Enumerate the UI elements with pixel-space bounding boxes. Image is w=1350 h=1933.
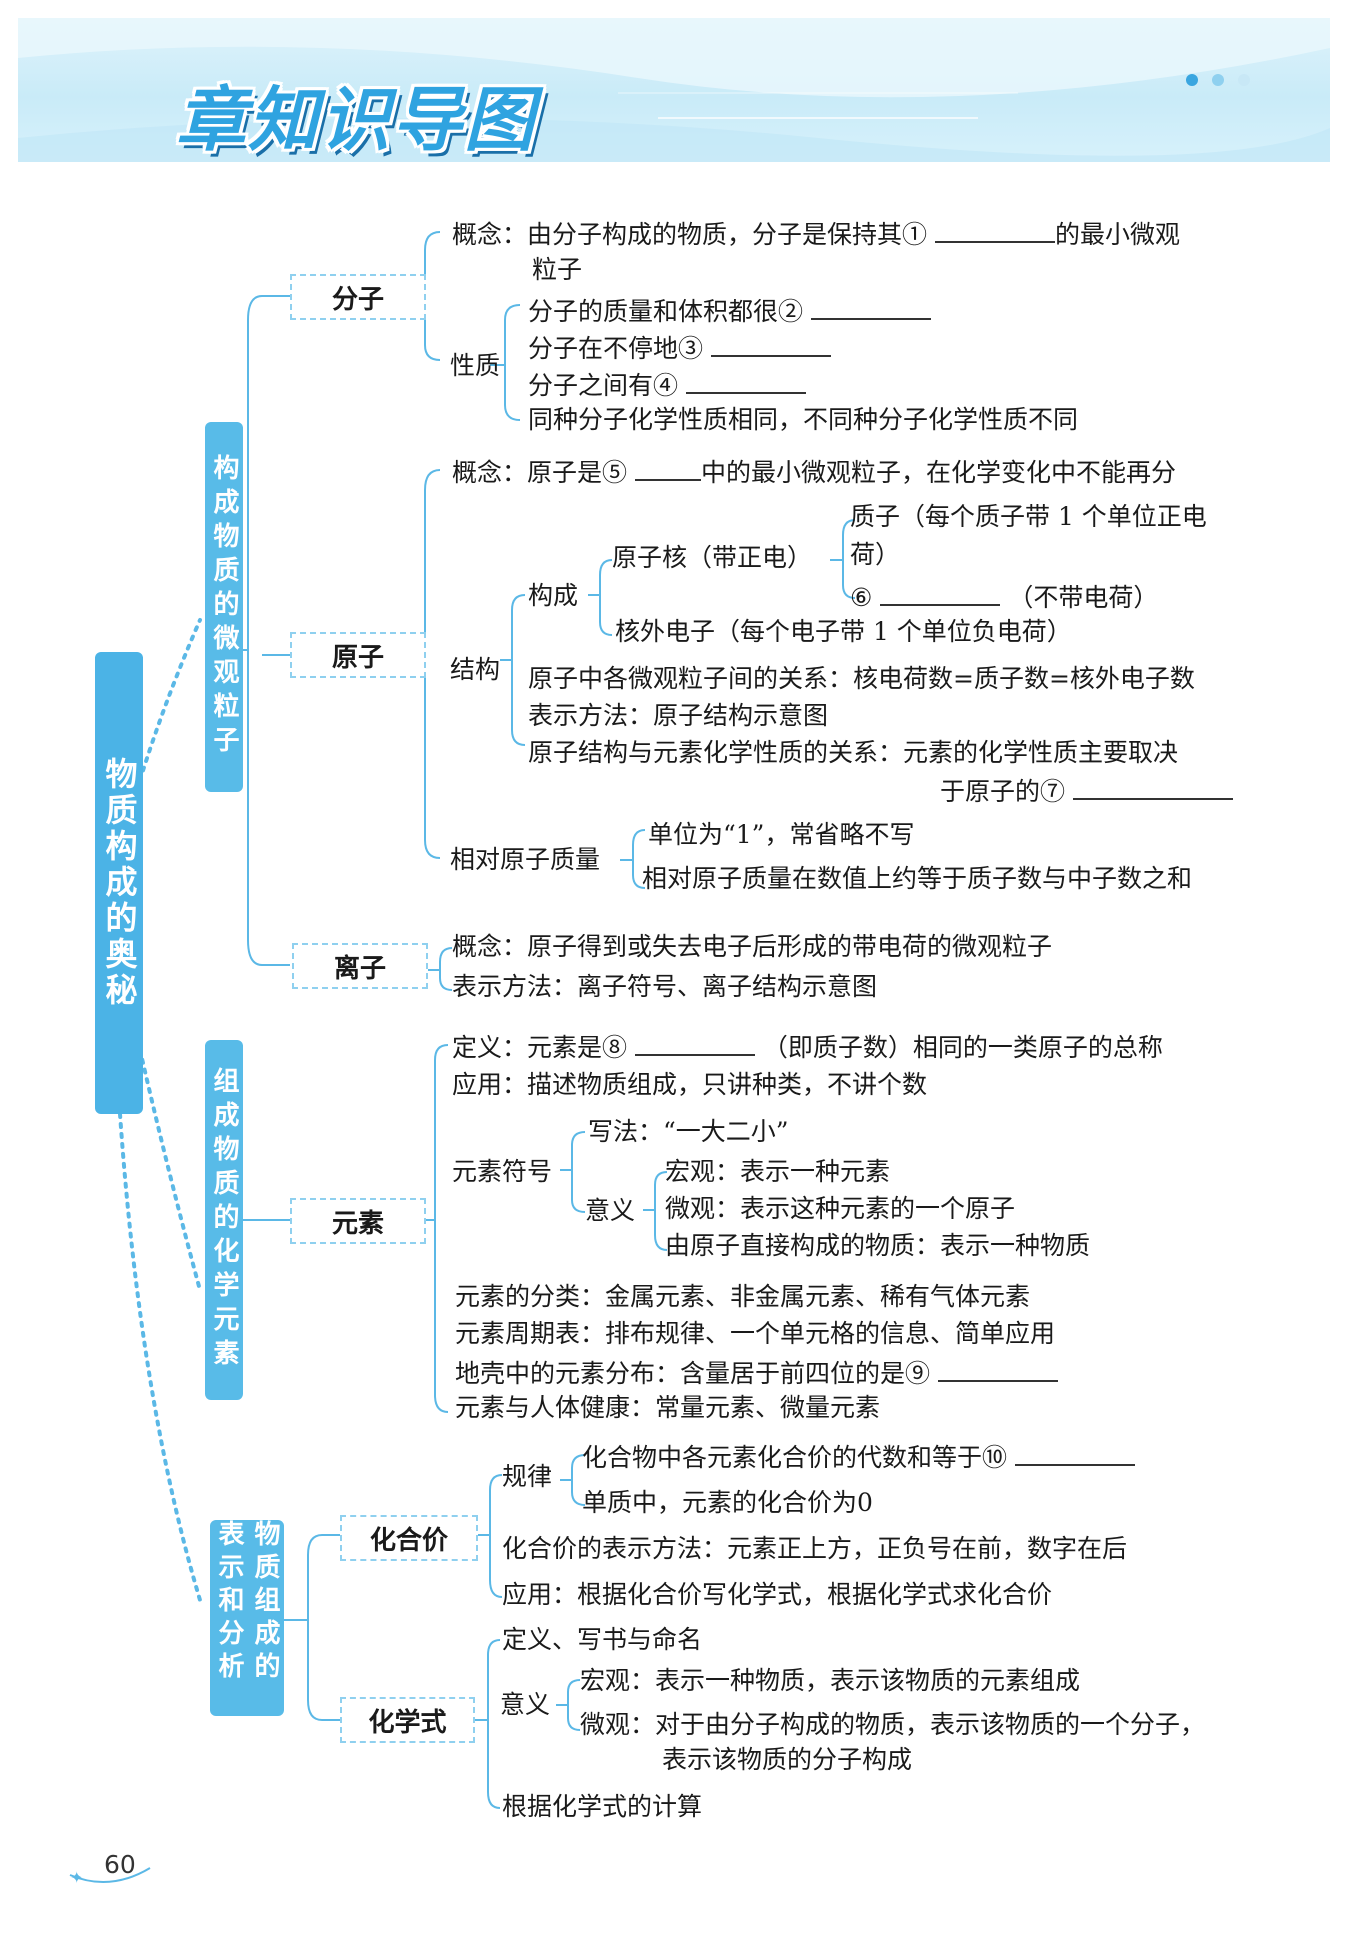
- element-application: 应用：描述物质组成，只讲种类，不讲个数: [452, 1070, 928, 1099]
- formula-calculation: 根据化学式的计算: [502, 1792, 703, 1821]
- atom-proton: 质子（每个质子带 1 个单位正电: [850, 502, 1207, 531]
- header-dot-1: [1186, 74, 1198, 86]
- node-molecule: 分子: [290, 274, 426, 320]
- element-periodic-table: 元素周期表：排布规律、一个单元格的信息、简单应用: [455, 1319, 1056, 1348]
- atom-chem-relation-cont: 于原子的⑦: [940, 774, 1233, 807]
- molecule-prop-4: 同种分子化学性质相同，不同种分子化学性质不同: [528, 405, 1079, 434]
- atom-neutron: ⑥ （不带电荷）: [850, 580, 1158, 613]
- atom-mass-label: 相对原子质量: [450, 845, 601, 874]
- element-direct: 由原子直接构成的物质：表示一种物质: [665, 1231, 1091, 1260]
- molecule-concept: 概念：由分子构成的物质，分子是保持其① 的最小微观: [452, 217, 1180, 250]
- element-macro: 宏观：表示一种元素: [665, 1157, 891, 1186]
- element-symbol-writing: 写法：“一大二小”: [588, 1117, 789, 1146]
- category-micro-particles: 构成物质的微观粒子: [205, 422, 243, 792]
- molecule-prop-1: 分子的质量和体积都很②: [528, 294, 931, 327]
- blank-7: [1072, 774, 1233, 800]
- banner-wave-decoration: [18, 18, 1330, 162]
- node-formula: 化学式: [340, 1697, 475, 1743]
- page-number: 60: [104, 1850, 136, 1879]
- atom-mass-2: 相对原子质量在数值上约等于质子数与中子数之和: [642, 864, 1193, 893]
- valence-rule-label: 规律: [502, 1462, 553, 1491]
- element-classification: 元素的分类：金属元素、非金属元素、稀有气体元素: [455, 1282, 1031, 1311]
- atom-mass-1: 单位为“1”，常省略不写: [648, 820, 915, 849]
- atom-proton-cont: 荷）: [850, 540, 901, 569]
- atom-chem-relation: 原子结构与元素化学性质的关系：元素的化学性质主要取决: [528, 738, 1179, 767]
- element-meaning-label: 意义: [585, 1196, 636, 1225]
- chapter-title: 章知识导图: [176, 79, 536, 161]
- node-ion: 离子: [292, 943, 428, 989]
- blank-1: [934, 217, 1055, 243]
- blank-3: [710, 331, 831, 357]
- blank-5: [634, 455, 701, 481]
- blank-8: [634, 1030, 755, 1056]
- atom-electron: 核外电子（每个电子带 1 个单位负电荷）: [615, 617, 1072, 646]
- formula-micro-cont: 表示该物质的分子构成: [662, 1745, 913, 1774]
- element-definition: 定义：元素是⑧ （即质子数）相同的一类原子的总称: [452, 1030, 1163, 1063]
- atom-composition-label: 构成: [528, 581, 579, 610]
- valence-method: 化合价的表示方法：元素正上方，正负号在前，数字在后: [502, 1534, 1128, 1563]
- element-health: 元素与人体健康：常量元素、微量元素: [455, 1393, 881, 1422]
- molecule-props-label: 性质: [450, 351, 501, 380]
- element-symbol-label: 元素符号: [452, 1157, 553, 1186]
- formula-macro: 宏观：表示一种物质，表示该物质的元素组成: [580, 1666, 1081, 1695]
- category-chemical-elements: 组成物质的化学元素: [205, 1040, 243, 1400]
- node-atom: 原子: [290, 632, 426, 678]
- blank-4: [685, 368, 806, 394]
- blank-10: [1014, 1440, 1135, 1466]
- ion-concept: 概念：原子得到或失去电子后形成的带电荷的微观粒子: [452, 932, 1053, 961]
- svg-text:✦: ✦: [70, 1868, 83, 1887]
- atom-relation: 原子中各微观粒子间的关系：核电荷数=质子数=核外电子数: [528, 664, 1195, 693]
- blank-9: [937, 1356, 1058, 1382]
- category-representation: 物质组成的表示和分析: [210, 1520, 284, 1716]
- valence-rule-2: 单质中，元素的化合价为0: [582, 1488, 873, 1517]
- header-dot-2: [1212, 74, 1224, 86]
- formula-definition: 定义、写书与命名: [502, 1625, 703, 1654]
- valence-rule-1: 化合物中各元素化合价的代数和等于⑩: [582, 1440, 1135, 1473]
- molecule-concept-cont: 粒子: [532, 255, 583, 284]
- blank-2: [810, 294, 931, 320]
- atom-nucleus: 原子核（带正电）: [612, 543, 813, 572]
- header-dot-3: [1238, 74, 1250, 86]
- blank-6: [880, 580, 1001, 606]
- element-micro: 微观：表示这种元素的一个原子: [665, 1194, 1016, 1223]
- atom-method: 表示方法：原子结构示意图: [528, 701, 829, 730]
- root-node: 物质构成的奥秘: [95, 652, 143, 1114]
- molecule-prop-2: 分子在不停地③: [528, 331, 831, 364]
- node-valence: 化合价: [340, 1515, 478, 1561]
- molecule-prop-3: 分子之间有④: [528, 368, 806, 401]
- element-crust: 地壳中的元素分布：含量居于前四位的是⑨: [455, 1356, 1058, 1389]
- atom-structure-label: 结构: [450, 655, 501, 684]
- formula-meaning-label: 意义: [500, 1690, 551, 1719]
- atom-concept: 概念：原子是⑤ 中的最小微观粒子，在化学变化中不能再分: [452, 455, 1176, 488]
- node-element: 元素: [290, 1198, 426, 1244]
- header-banner: 章知识导图: [18, 18, 1330, 162]
- formula-micro: 微观：对于由分子构成的物质，表示该物质的一个分子，: [580, 1710, 1206, 1739]
- valence-application: 应用：根据化合价写化学式，根据化学式求化合价: [502, 1580, 1053, 1609]
- ion-method: 表示方法：离子符号、离子结构示意图: [452, 972, 878, 1001]
